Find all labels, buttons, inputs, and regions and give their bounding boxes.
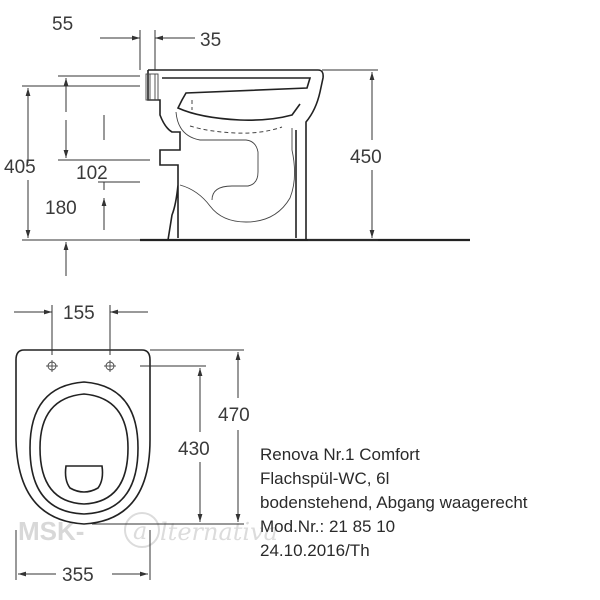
dim-label-155: 155 — [63, 303, 95, 324]
toilet-top-outline — [15, 349, 151, 525]
info-mounting: bodenstehend, Abgang waagerecht — [260, 493, 528, 512]
info-product-name: Renova Nr.1 Comfort — [260, 445, 420, 464]
inlet-connector — [145, 73, 159, 101]
watermark-script: lternativa — [160, 518, 278, 546]
toilet-hidden-lines — [189, 100, 283, 134]
watermark-at-glyph: a — [133, 517, 147, 545]
side-view: 55 35 405 102 180 450 — [4, 14, 470, 276]
dim-label-450: 450 — [350, 147, 382, 168]
dim-label-102: 102 — [76, 163, 108, 184]
dim-label-355: 355 — [62, 565, 94, 586]
dim-label-430: 430 — [178, 439, 210, 460]
info-model-number: Mod.Nr.: 21 85 10 — [260, 517, 395, 536]
dim-label-470: 470 — [218, 405, 250, 426]
toilet-top-bowl — [39, 393, 129, 505]
toilet-bowl-interior — [162, 77, 312, 121]
dim-label-55: 55 — [52, 14, 73, 35]
dim-label-180: 180 — [45, 198, 77, 219]
top-view: 155 470 430 355 — [14, 303, 250, 586]
watermark-brand: MSK- — [18, 516, 84, 546]
info-date: 24.10.2016/Th — [260, 541, 370, 560]
toilet-top-water — [64, 465, 104, 493]
toilet-trap — [175, 111, 295, 223]
info-type: Flachspül-WC, 6l — [260, 469, 389, 488]
product-info: Renova Nr.1 Comfort Flachspül-WC, 6l bod… — [260, 445, 528, 560]
dim-label-405: 405 — [4, 157, 36, 178]
toilet-top-rim — [29, 381, 139, 515]
dim-label-35: 35 — [200, 30, 221, 51]
toilet-side-outline — [147, 69, 324, 241]
